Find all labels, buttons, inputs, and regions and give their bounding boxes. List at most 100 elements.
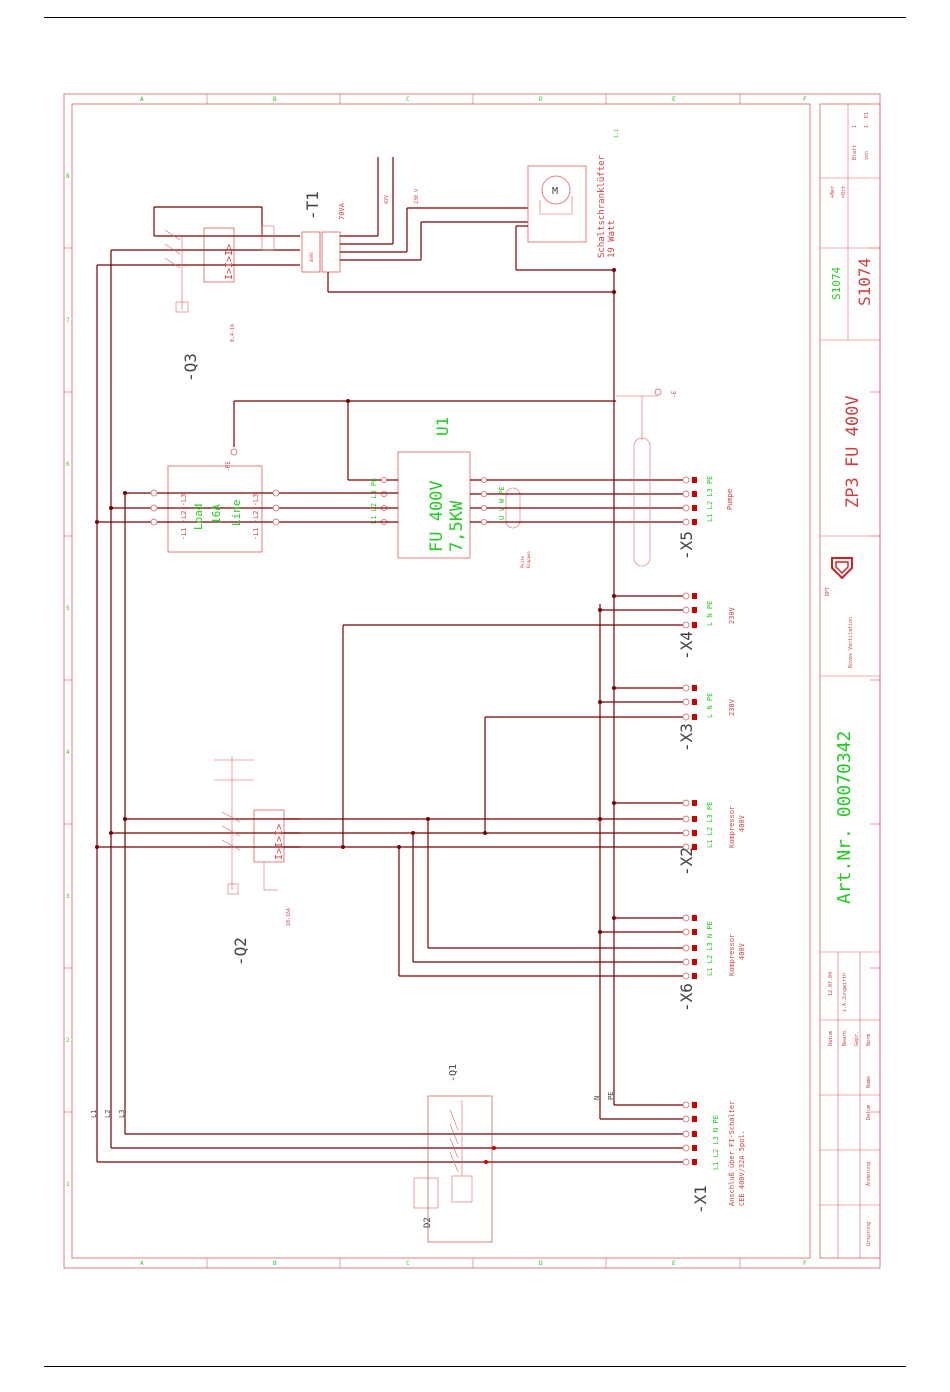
x6-desc-2: 400V <box>738 942 746 960</box>
x1-tag: -X1 <box>691 1185 710 1214</box>
bottom-rule <box>44 1366 906 1367</box>
q1-rcd: -Q1 D2 <box>97 1064 686 1243</box>
terminal-x4: -X4 L N PE 230V <box>677 592 736 660</box>
col-label-b: B <box>273 96 277 103</box>
u1-frequency-converter: -PE FU 400V 7,5KW U1 L1 L2 L3 PE U V W P… <box>225 399 686 568</box>
row-label-6: 6 <box>66 461 70 468</box>
drawing-number: S1074 <box>855 258 874 306</box>
author-label: Bearb. <box>842 1028 848 1046</box>
u1-model: FU 400V <box>427 480 447 552</box>
x6-tag: -X6 <box>677 983 696 1012</box>
place-label: =Ort <box>841 186 847 198</box>
col-label-a-bottom: A <box>140 1260 144 1267</box>
row-label-5: 5 <box>66 605 70 612</box>
col-label-c: C <box>406 96 410 103</box>
bus-label-l1: L1 <box>90 1110 98 1118</box>
col-label-b-bottom: B <box>273 1260 277 1267</box>
fan-motor-symbol: M <box>552 186 558 197</box>
svg-text:1.1: 1.1 <box>614 129 620 138</box>
origin-label: Ursprung <box>866 1222 872 1246</box>
date-value: 12.07.04 <box>828 972 834 996</box>
svg-text:RPT: RPT <box>825 587 831 596</box>
col-label-f: F <box>803 96 807 103</box>
company-name: Roves Ventilation <box>848 617 854 668</box>
fan-power: 19 Watt <box>607 220 617 258</box>
x6-pins: L1 L2 L3 N PE <box>706 921 714 976</box>
sheet-of-value: 1 <box>864 125 870 128</box>
col-label-e-bottom: E <box>672 1260 676 1267</box>
x1-desc-1: Anschluß über FI-Schalter <box>728 1101 736 1206</box>
x4-pins: L N PE <box>706 601 714 626</box>
cabinet-fan: M Schaltschranklüfter 19 Watt <box>515 154 617 294</box>
sheet-value: 1 <box>852 125 858 128</box>
x4-desc: 230V <box>728 606 736 624</box>
row-label-1: 1 <box>66 1181 70 1188</box>
terminal-x1: -X1 L1 L2 L3 N PE Anschluß über FI-Schal… <box>682 1101 746 1214</box>
q4-line: Line <box>230 500 243 527</box>
x1-pins: L1 L2 L3 N PE <box>712 1115 720 1170</box>
t1-secondary-2: 230 V <box>414 189 420 204</box>
u1-input-pins: L1 L2 L3 PE <box>370 478 378 524</box>
u1-output-pins: U V W PE <box>498 486 506 520</box>
q4-bottom-pins: -L1 -L2 -L3 <box>252 494 260 540</box>
bus-label-l3: L3 <box>118 1110 126 1118</box>
sheet-of-label: von <box>864 151 870 160</box>
col-label-d-bottom: D <box>539 1260 543 1267</box>
q1-d2: D2 <box>423 1217 433 1228</box>
terminal-x2: -X2 L1 L2 L3 PE Kompressor 400V <box>677 799 746 876</box>
sheet-label: Blatt <box>852 145 858 160</box>
q2-symbol: I>I>I> <box>274 824 285 860</box>
x4-tag: -X4 <box>677 631 696 660</box>
x5-desc: Pumpe <box>726 489 734 510</box>
q2-breaker: I>I>I> 10-16A -Q2 <box>95 756 300 966</box>
x3-desc: 230V <box>728 698 736 716</box>
date-label: Datum <box>828 1031 834 1046</box>
supply-bus: L1 L2 L3 N PE 1.1 <box>90 129 620 1162</box>
t1-tag: -T1 <box>303 191 322 220</box>
q3-breaker: I>I>I> 0,4-1A -Q3 <box>97 206 300 382</box>
row-label-4: 4 <box>66 749 70 756</box>
x6-desc-1: Kompressor <box>728 934 736 976</box>
q4-current: 16A <box>210 504 223 524</box>
change-date-label: Datum <box>866 1105 872 1120</box>
t1-transformer: -T1 70VA 400V 42V 230 V <box>301 157 614 293</box>
top-rule <box>44 17 906 18</box>
q3-tag: -Q3 <box>181 353 200 382</box>
q4-top-pins: -L1 -L2 -L3 <box>180 494 188 540</box>
place-value: E1 <box>864 112 870 118</box>
title-block: S1074 S1074 ZP3 FU 400V Art.Nr. 00070342… <box>820 104 880 1258</box>
t1-primary: 400V <box>309 252 314 262</box>
company-logo: RPT Roves Ventilation <box>825 557 854 668</box>
x2-tag: -X2 <box>677 847 696 876</box>
q1-tag: -Q1 <box>448 1064 459 1082</box>
fan-name: Schaltschranklüfter <box>597 154 607 258</box>
x5-pins: L1 L2 L3 PE <box>706 476 714 522</box>
col-label-a: A <box>140 96 144 103</box>
u1-note-2: Kiappen <box>526 551 531 568</box>
x3-pins: L N PE <box>706 693 714 718</box>
change-label: Änderung <box>865 1162 872 1186</box>
drawing-title: ZP3 FU 400V <box>843 395 863 508</box>
t1-rating: 70VA <box>338 202 346 220</box>
bus-label-l2: L2 <box>104 1110 112 1118</box>
terminal-x3: -X3 L N PE 230V <box>677 684 736 752</box>
earth-tag: -E <box>671 390 678 398</box>
change-name-label: Name <box>866 1076 872 1088</box>
q3-range: 0,4-1A <box>230 324 236 342</box>
x2-desc-1: Kompressor <box>728 806 736 848</box>
u1-power: 7,5KW <box>447 500 467 552</box>
x3-tag: -X3 <box>677 723 696 752</box>
row-label-3: 3 <box>66 893 70 900</box>
row-label-2: 2 <box>66 1037 70 1044</box>
row-label-8: 8 <box>66 173 70 180</box>
row-label-7: 7 <box>66 317 70 324</box>
q2-range: 10-16A <box>286 908 292 926</box>
drawing-frame: A B C D E F A B C D E F 8 7 6 5 4 3 2 1 <box>63 93 881 1269</box>
q4-load-switch: -L1 -L2 -L3 Load 16A Line -L1 -L2 -L3 <box>95 465 398 553</box>
x1-desc-2: CEE 400V/32A 5pol. <box>738 1130 746 1206</box>
q2-tag: -Q2 <box>231 937 250 966</box>
t1-secondary-1: 42V <box>384 195 390 204</box>
bus-label-pe: PE <box>607 1092 615 1100</box>
col-label-e: E <box>672 96 676 103</box>
col-label-c-bottom: C <box>406 1260 410 1267</box>
